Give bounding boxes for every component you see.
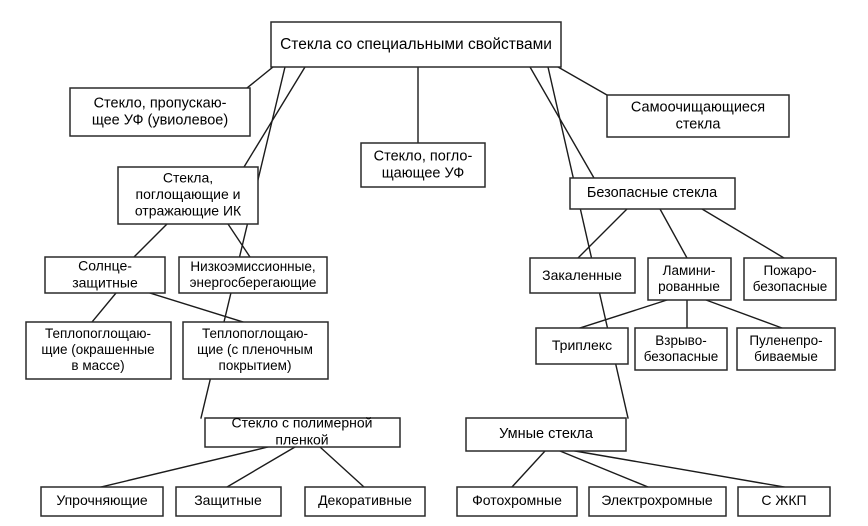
node-triplex-label: Триплекс [552,337,612,353]
node-blast-safe[interactable]: Взрыво-безопасные [634,327,728,371]
edge-root-uv-transmitting [246,66,274,89]
edge-ir-sun-protective [133,223,168,258]
node-lcd[interactable]: С ЖКП [737,486,831,517]
node-blast-safe-label: Взрыво-безопасные [644,333,719,364]
node-smart-glass[interactable]: Умные стекла [465,417,627,452]
node-tempered[interactable]: Закаленные [529,257,636,294]
node-protective[interactable]: Защитные [175,486,282,517]
edge-root-safety-glass [529,66,595,179]
node-uv-transmitting[interactable]: Стекло, пропускаю-щее УФ (увиолевое) [69,87,251,137]
node-bulletproof[interactable]: Пуленепро-биваемые [736,327,836,371]
node-polymer-film-box[interactable] [204,417,401,448]
node-tempered-label: Закаленные [542,267,622,283]
node-ir-glass-box[interactable] [117,166,259,225]
edge-safety-laminated [659,208,688,259]
edge-polymer-decorative [319,446,365,488]
node-bulletproof-box[interactable] [736,327,836,371]
node-photochromic[interactable]: Фотохромные [456,486,578,517]
node-smart-glass-box[interactable] [465,417,627,452]
node-smart-glass-label: Умные стекла [499,426,594,442]
edge-safety-fire-safe [701,208,785,259]
node-lcd-label: С ЖКП [761,492,806,508]
edge-ir-low-emission [227,223,251,258]
node-decorative[interactable]: Декоративные [304,486,426,517]
edge-laminated-bulletproof [705,299,783,329]
node-safety-glass[interactable]: Безопасные стекла [569,177,736,210]
node-layer: Стекла со специальными свойствами Стекло… [25,21,837,517]
node-blast-safe-box[interactable] [634,327,728,371]
node-reinforcing-box[interactable] [40,486,164,517]
node-low-emission[interactable]: Низкоэмиссионные,энергосберегающие [178,256,328,294]
node-root[interactable]: Стекла со специальными свойствами [270,21,562,68]
node-triplex-box[interactable] [535,327,629,365]
node-uv-transmitting-box[interactable] [69,87,251,137]
node-bulletproof-label: Пуленепро-биваемые [749,333,822,364]
edge-laminated-triplex [579,299,668,329]
node-tempered-box[interactable] [529,257,636,294]
node-reinforcing[interactable]: Упрочняющие [40,486,164,517]
node-safety-glass-box[interactable] [569,177,736,210]
node-self-cleaning-box[interactable] [606,94,790,138]
node-laminated-box[interactable] [647,257,732,301]
node-lcd-box[interactable] [737,486,831,517]
node-sun-protective-label: Солнце-защитные [72,257,138,290]
node-sun-protective[interactable]: Солнце-защитные [44,256,166,294]
node-triplex[interactable]: Триплекс [535,327,629,365]
edge-polymer-reinforcing [100,446,269,488]
node-fire-safe[interactable]: Пожаро-безопасные [743,257,837,301]
node-uv-absorbing-label: Стекло, погло-щающее УФ [374,148,473,181]
node-laminated[interactable]: Ламини-рованные [647,257,732,301]
node-heat-absorbing-film-box[interactable] [182,321,329,380]
node-decorative-box[interactable] [304,486,426,517]
node-uv-absorbing[interactable]: Стекло, погло-щающее УФ [360,142,486,188]
edge-polymer-protective [226,446,296,488]
edge-smart-electrochromic [559,450,649,488]
edge-root-ir-glass [243,66,306,168]
node-safety-glass-label: Безопасные стекла [587,185,718,201]
node-electrochromic-label: Электрохромные [601,492,713,508]
node-uv-transmitting-label: Стекло, пропускаю-щее УФ (увиолевое) [92,95,228,128]
node-decorative-label: Декоративные [318,492,412,508]
edge-sun-heat-film [149,292,244,323]
node-root-box[interactable] [270,21,562,68]
edge-safety-tempered [577,208,628,259]
node-fire-safe-label: Пожаро-безопасные [753,263,828,294]
node-low-emission-box[interactable] [178,256,328,294]
node-fire-safe-box[interactable] [743,257,837,301]
node-laminated-label: Ламини-рованные [658,263,720,294]
edge-sun-heat-mass [91,292,117,323]
node-photochromic-box[interactable] [456,486,578,517]
node-uv-absorbing-box[interactable] [360,142,486,188]
node-heat-absorbing-mass-box[interactable] [25,321,172,380]
node-protective-box[interactable] [175,486,282,517]
node-low-emission-label: Низкоэмиссионные,энергосберегающие [190,259,317,290]
node-electrochromic-box[interactable] [588,486,727,517]
edge-root-self-cleaning [557,66,608,96]
node-sun-protective-box[interactable] [44,256,166,294]
edge-smart-photochromic [511,450,546,488]
node-reinforcing-label: Упрочняющие [56,492,148,508]
edge-smart-lcd [574,450,785,488]
node-protective-label: Защитные [194,492,262,508]
node-electrochromic[interactable]: Электрохромные [588,486,727,517]
edge-layer [91,66,785,488]
node-photochromic-label: Фотохромные [472,492,562,508]
node-root-label: Стекла со специальными свойствами [280,36,552,53]
